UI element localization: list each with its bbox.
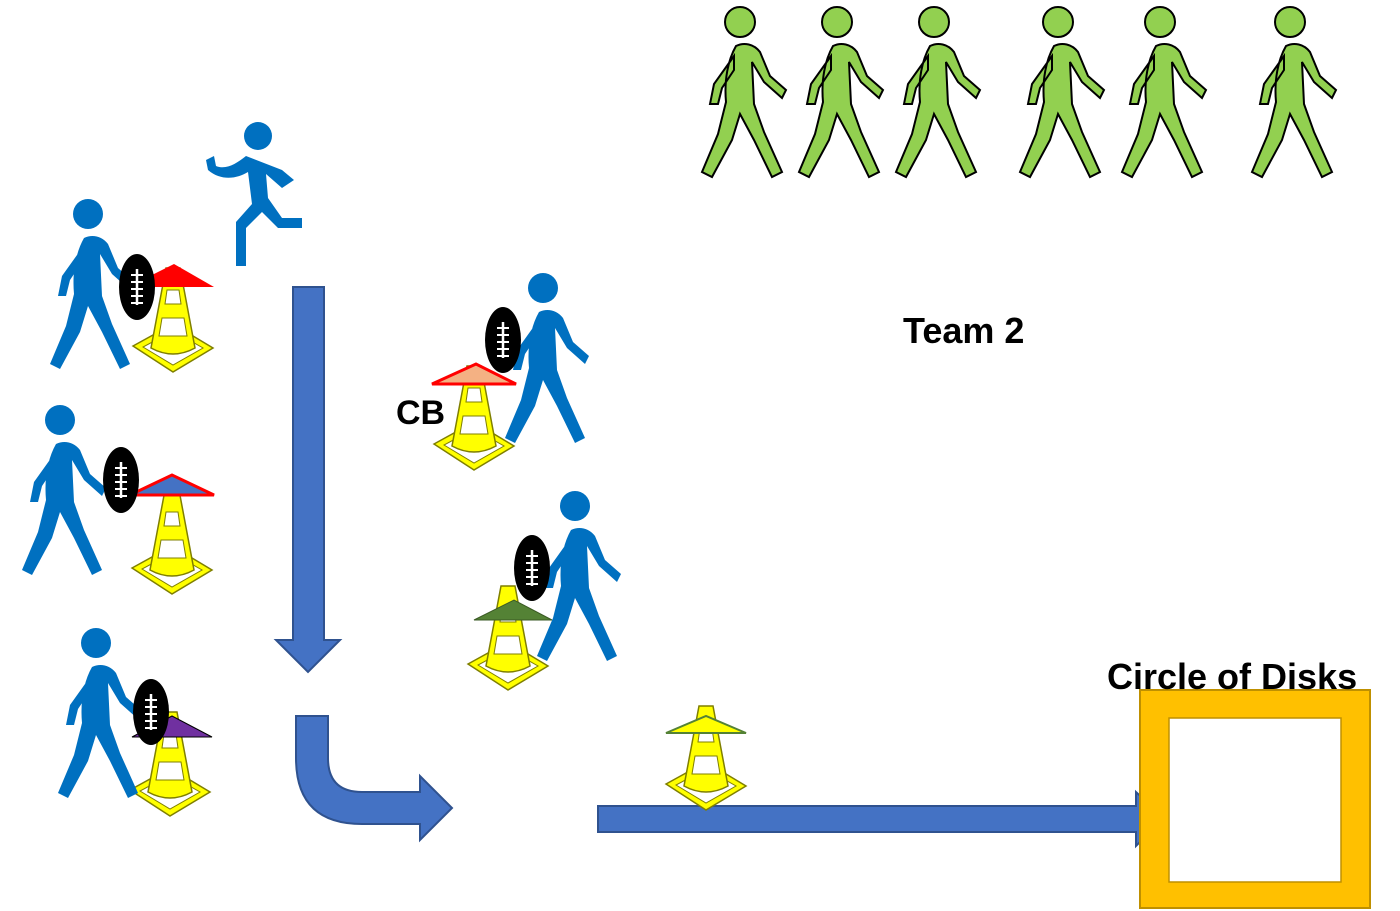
cb-label: CB (396, 394, 446, 432)
football-icon (101, 445, 141, 515)
football-icon (131, 677, 171, 747)
traffic-cone-icon (131, 489, 213, 595)
left-station-1 (50, 199, 214, 373)
orange-disk-icon (431, 362, 517, 386)
curved-arrow (295, 715, 454, 843)
team-2-label: Team 2 (903, 310, 1025, 351)
right-arrow (597, 789, 1166, 849)
team2-player-6-icon (1251, 6, 1337, 178)
left-station-3 (58, 628, 213, 817)
offense-player-icon (22, 405, 106, 575)
circle-of-disks-label: Circle of Disks (1107, 656, 1358, 697)
green-disk-icon (473, 599, 553, 621)
down-arrow (273, 286, 343, 674)
offense-player-icon (58, 628, 142, 798)
path-cone-station (665, 705, 747, 811)
left-station-2 (22, 405, 215, 595)
football-icon (512, 533, 552, 603)
runner-player (206, 122, 302, 266)
offense-player-icon (537, 491, 621, 661)
football-icon (117, 252, 157, 322)
team2-player-3-icon (895, 6, 981, 178)
green-disk-station (467, 491, 621, 691)
football-icon (483, 305, 523, 375)
cb-station (431, 273, 589, 471)
team2-player-5-icon (1121, 6, 1207, 178)
team2-players (701, 6, 1337, 178)
running-person-icon (206, 122, 302, 266)
circle-of-disks-square (1139, 689, 1371, 909)
traffic-cone-icon (467, 585, 549, 691)
blue-disk-icon (129, 473, 215, 497)
team2-player-1-icon (701, 6, 787, 178)
team2-player-2-icon (798, 6, 884, 178)
team2-player-4-icon (1019, 6, 1105, 178)
yellow-disk-icon (665, 714, 747, 734)
